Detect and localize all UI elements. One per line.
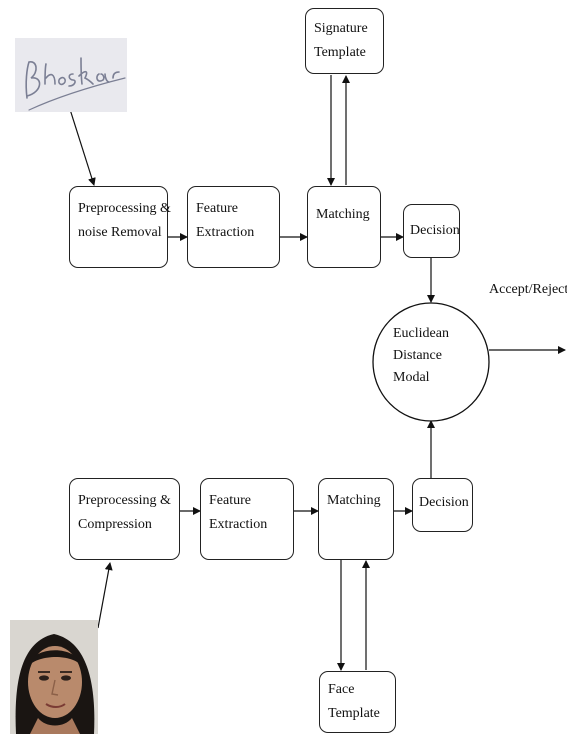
fusion-circle (372, 302, 490, 422)
sig-feature-line1: Feature (196, 201, 238, 216)
fusion-line3: Modal (393, 370, 430, 385)
sig-preprocess-line2: noise Removal (78, 225, 162, 240)
sig-preprocess-box: Preprocessing & noise Removal (69, 186, 171, 268)
sig-decision-box: Decision (403, 204, 460, 258)
arrow-face-image-to-preprocess (97, 562, 113, 629)
face-template-line2: Template (328, 706, 380, 721)
face-feature-line2: Extraction (209, 517, 268, 532)
signature-template-box: Signature Template (305, 8, 384, 74)
sig-decision-label: Decision (410, 223, 460, 238)
face-preprocess-line1: Preprocessing & (78, 493, 171, 508)
sig-matching-label: Matching (316, 207, 370, 222)
sig-template-line1: Signature (314, 21, 368, 36)
face-feature-box: Feature Extraction (200, 478, 294, 560)
face-feature-line1: Feature (209, 493, 251, 508)
fusion-line1: Euclidean (393, 326, 449, 341)
fusion-label: Euclidean Distance Modal (393, 323, 449, 389)
face-matching-label: Matching (327, 493, 381, 508)
face-decision-label: Decision (419, 495, 469, 510)
face-matching-box: Matching (318, 478, 394, 560)
sig-matching-box: Matching (307, 186, 381, 268)
face-preprocess-box: Preprocessing & Compression (69, 478, 180, 560)
sig-template-line2: Template (314, 45, 366, 60)
face-image (10, 620, 98, 734)
arrow-signature-image-to-preprocess (67, 102, 96, 186)
face-preprocess-line2: Compression (78, 517, 152, 532)
face-template-box: Face Template (319, 671, 396, 733)
sig-preprocess-line1: Preprocessing & (78, 201, 171, 216)
face-decision-box: Decision (412, 478, 473, 532)
sig-feature-line2: Extraction (196, 225, 255, 240)
fusion-line2: Distance (393, 348, 442, 363)
signature-image (15, 38, 127, 112)
accept-reject-label: Accept/Reject (489, 282, 567, 297)
face-template-line1: Face (328, 682, 355, 697)
sig-feature-box: Feature Extraction (187, 186, 280, 268)
